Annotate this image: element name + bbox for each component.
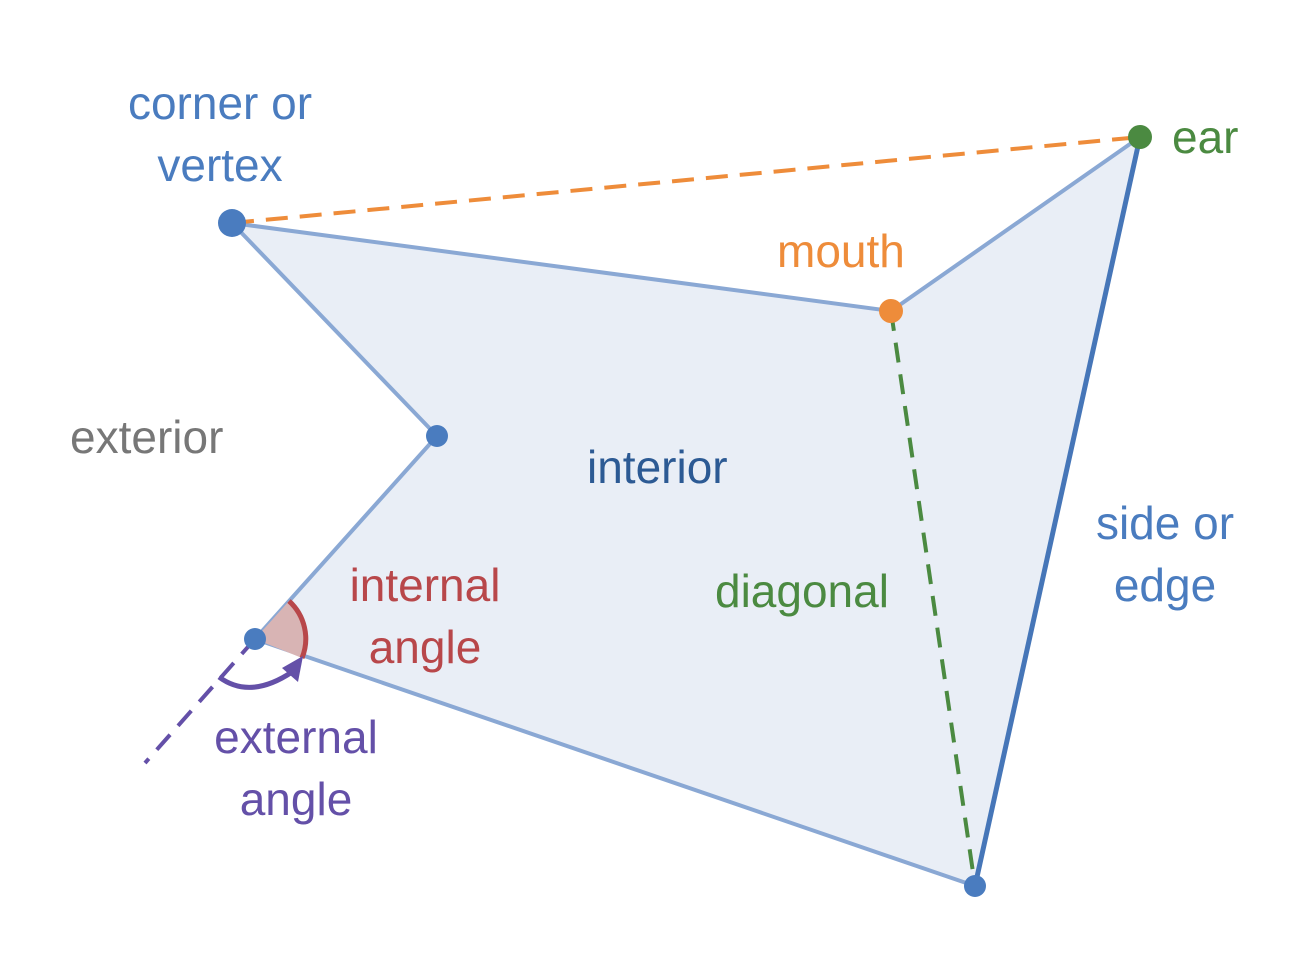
vertex-mouth: [879, 299, 903, 323]
extension-dashed-line: [143, 637, 257, 765]
vertex-corner: [218, 209, 246, 237]
corner-label-line2: vertex: [157, 139, 283, 191]
external-angle-arrowhead: [282, 656, 303, 682]
vertex-bottom: [964, 875, 986, 897]
external-angle-label-line1: external: [214, 711, 378, 763]
internal-angle-label-line2: angle: [368, 621, 482, 673]
vertex-angle: [244, 628, 266, 650]
internal-angle-label: internal angle: [325, 554, 525, 678]
external-angle-label: external angle: [196, 706, 396, 830]
interior-label: interior: [587, 441, 728, 493]
side-label: side or edge: [1070, 492, 1260, 616]
external-angle-arc: [217, 669, 294, 690]
side-label-line1: side or: [1095, 497, 1235, 549]
mouth-label: mouth: [777, 225, 905, 277]
internal-angle-label-line1: internal: [349, 559, 501, 611]
corner-label-line1: corner or: [127, 77, 313, 129]
diagonal-label: diagonal: [715, 565, 889, 617]
corner-label: corner or vertex: [100, 72, 340, 196]
internal-angle-arc: [287, 599, 309, 659]
diagonal-line: [889, 310, 977, 887]
vertex-reflex: [426, 425, 448, 447]
internal-angle-wedge: [255, 601, 306, 658]
mouth-dashed-line: [231, 135, 1141, 225]
exterior-label: exterior: [70, 411, 224, 463]
side-edge: [972, 136, 1143, 887]
ear-label: ear: [1172, 111, 1239, 163]
external-angle-label-line2: angle: [239, 773, 353, 825]
vertex-ear: [1128, 125, 1152, 149]
side-label-line2: edge: [1113, 559, 1217, 611]
